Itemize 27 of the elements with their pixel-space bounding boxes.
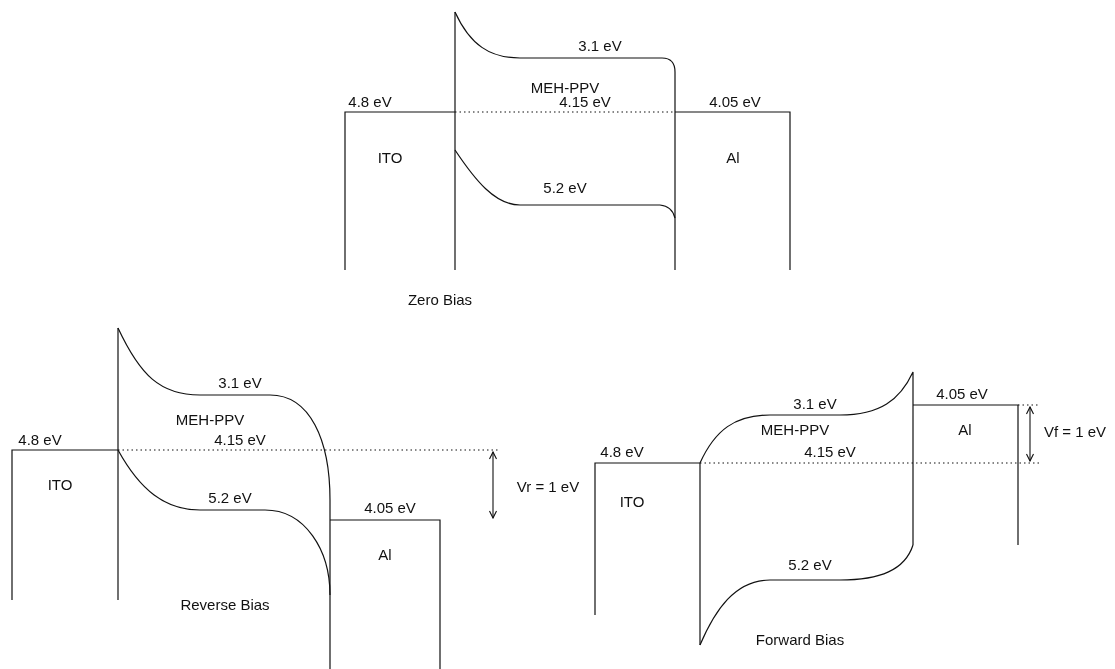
energy-value: 4.8 eV (348, 93, 392, 111)
energy-value: 4.05 eV (364, 499, 416, 517)
energy-value: 4.8 eV (18, 431, 62, 449)
bias-caption: Forward Bias (755, 631, 845, 649)
energy-value: 4.15 eV (804, 443, 856, 461)
energy-value: 4.15 eV (214, 431, 266, 449)
energy-value: 5.2 eV (788, 556, 832, 574)
material-label: MEH-PPV (175, 411, 245, 429)
energy-value: 5.2 eV (543, 179, 587, 197)
material-label: Al (726, 149, 740, 167)
energy-value: 5.2 eV (208, 489, 252, 507)
material-label: ITO (47, 476, 73, 494)
energy-value: 4.05 eV (936, 385, 988, 403)
bias-caption: Zero Bias (407, 291, 473, 309)
energy-value: 3.1 eV (793, 395, 837, 413)
material-label: ITO (619, 493, 645, 511)
energy-value: 3.1 eV (578, 37, 622, 55)
energy-value: 4.8 eV (600, 443, 644, 461)
energy-value: 4.05 eV (709, 93, 761, 111)
material-label: Al (378, 546, 392, 564)
material-label: ITO (377, 149, 403, 167)
voltage-label: Vf = 1 eV (1043, 423, 1107, 441)
energy-value: 3.1 eV (218, 374, 262, 392)
voltage-label: Vr = 1 eV (516, 478, 580, 496)
material-label: Al (958, 421, 972, 439)
bias-caption: Reverse Bias (180, 596, 270, 614)
material-label: MEH-PPV (760, 421, 830, 439)
